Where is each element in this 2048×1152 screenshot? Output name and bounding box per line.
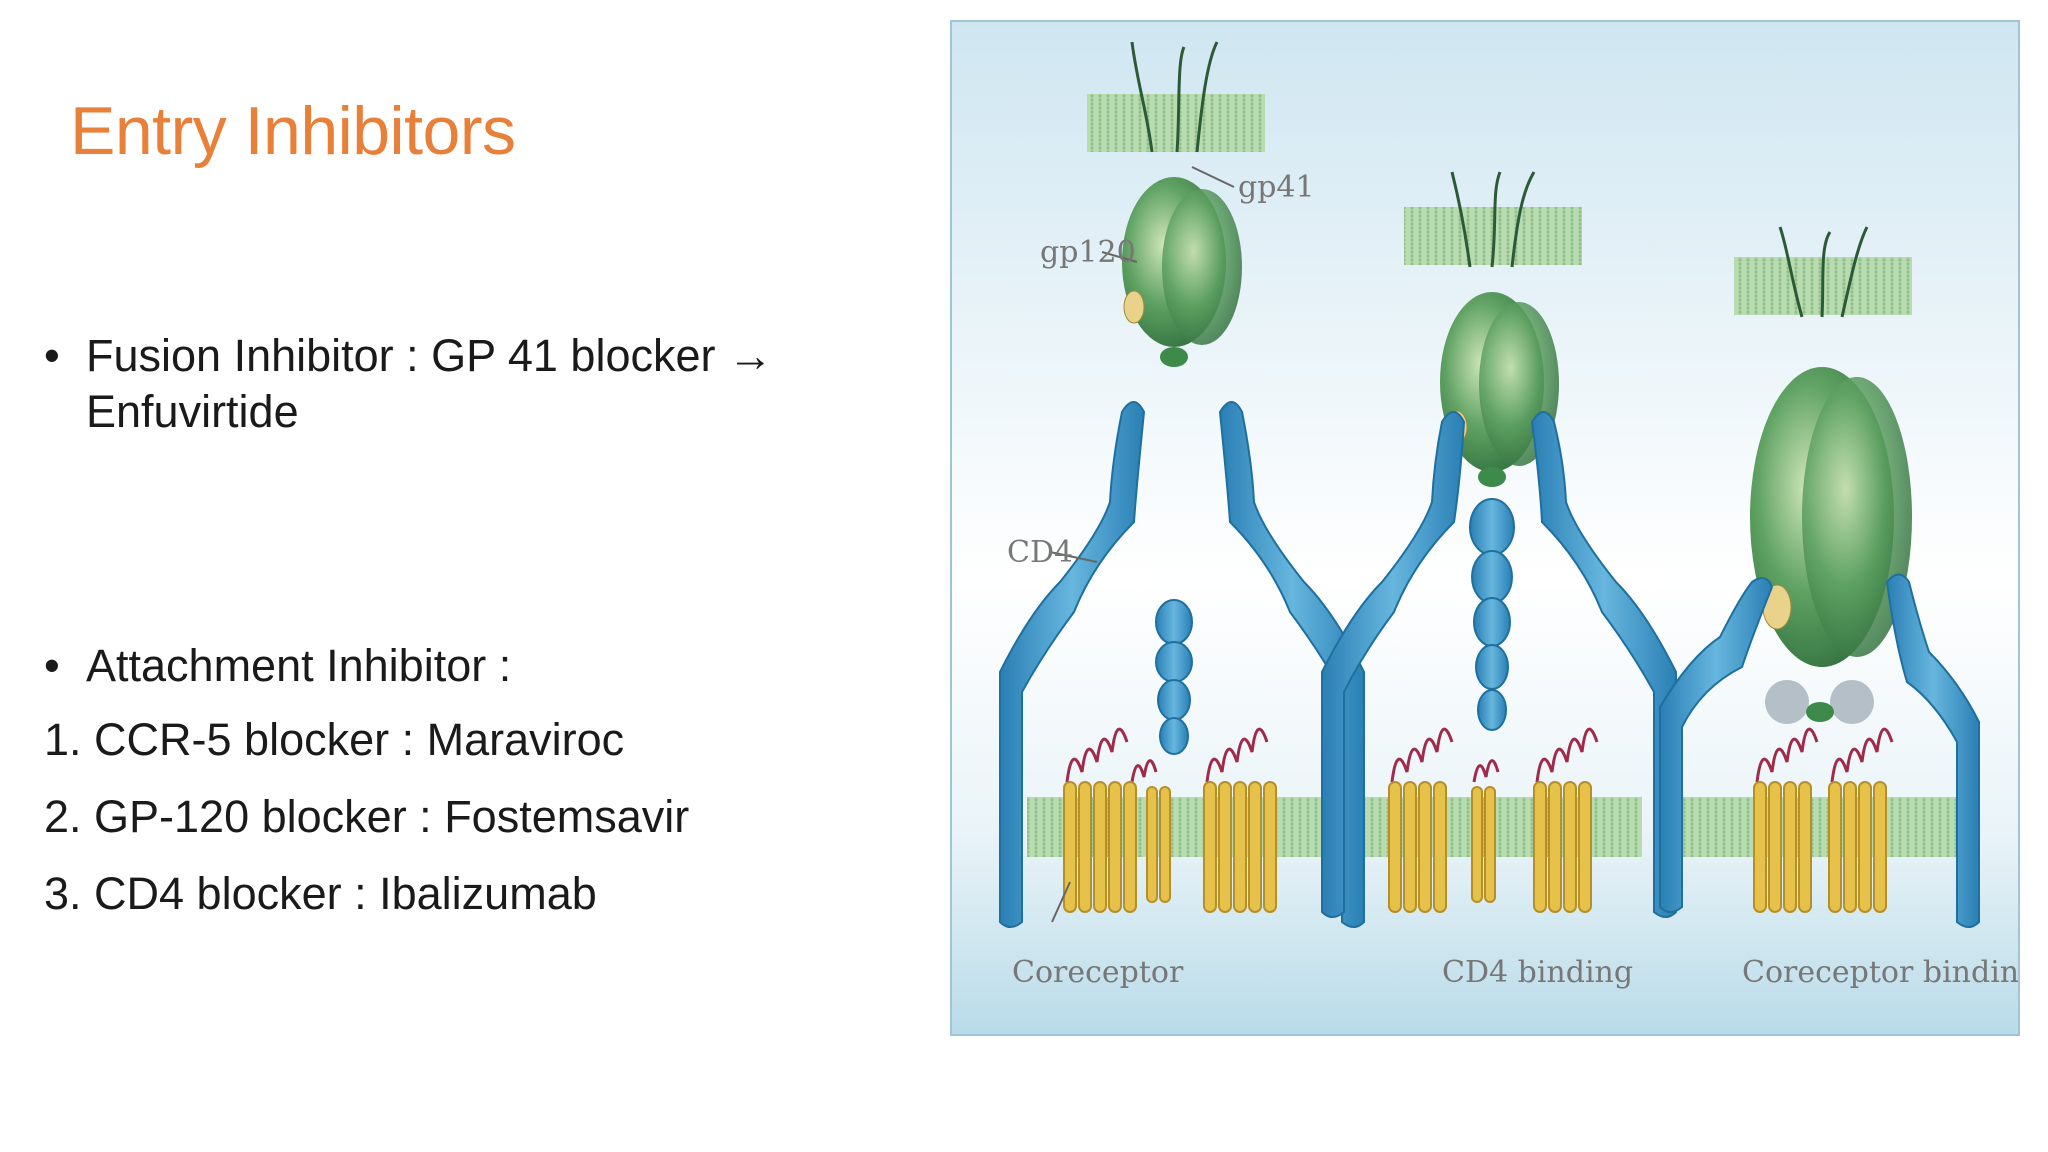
bullet-dot: • [44, 640, 60, 691]
label-coreceptor-binding: Coreceptor binding [1742, 955, 2018, 990]
numbered-list: 1. CCR-5 blocker : Maraviroc 2. GP-120 b… [44, 712, 844, 922]
label-coreceptor: Coreceptor [1012, 955, 1184, 990]
coreceptors [1063, 727, 1894, 913]
bullet-fusion-inhibitor: • Fusion Inhibitor : GP 41 blocker → Enf… [44, 328, 844, 440]
label-cd4: CD4 [1007, 535, 1073, 570]
envelope-trimer-1 [1122, 177, 1242, 367]
host-membrane-3 [1682, 797, 1972, 857]
viral-membrane-1 [1087, 94, 1265, 152]
envelope-trimer-2 [1440, 292, 1559, 487]
bullet-dot: • [44, 330, 60, 381]
label-cd4-binding: CD4 binding [1442, 955, 1633, 990]
list-item-ccr5: 1. CCR-5 blocker : Maraviroc [44, 714, 625, 765]
gp41-tails [1130, 41, 1869, 318]
cd4-receptors [999, 401, 1980, 928]
leader-lines [1049, 166, 1235, 923]
bullet-attachment-text: Attachment Inhibitor : [86, 640, 512, 691]
label-gp41: gp41 [1238, 170, 1315, 205]
bullet-fusion-text: Fusion Inhibitor : GP 41 blocker → Enfuv… [86, 330, 773, 437]
hiv-entry-diagram: gp41 gp120 CD4 Coreceptor CD4 binding Co… [952, 22, 2018, 1034]
hiv-entry-figure: gp41 gp120 CD4 Coreceptor CD4 binding Co… [950, 20, 2020, 1036]
label-gp120: gp120 [1040, 235, 1136, 270]
envelope-trimer-3 [1750, 367, 1912, 724]
list-item-cd4: 3. CD4 blocker : Ibalizumab [44, 868, 597, 919]
slide-title: Entry Inhibitors [70, 93, 516, 169]
bullet-attachment-inhibitor: • Attachment Inhibitor : [44, 638, 844, 694]
slide-content: • Fusion Inhibitor : GP 41 blocker → Enf… [44, 320, 844, 922]
list-item-gp120: 2. GP-120 blocker : Fostemsavir [44, 791, 690, 842]
